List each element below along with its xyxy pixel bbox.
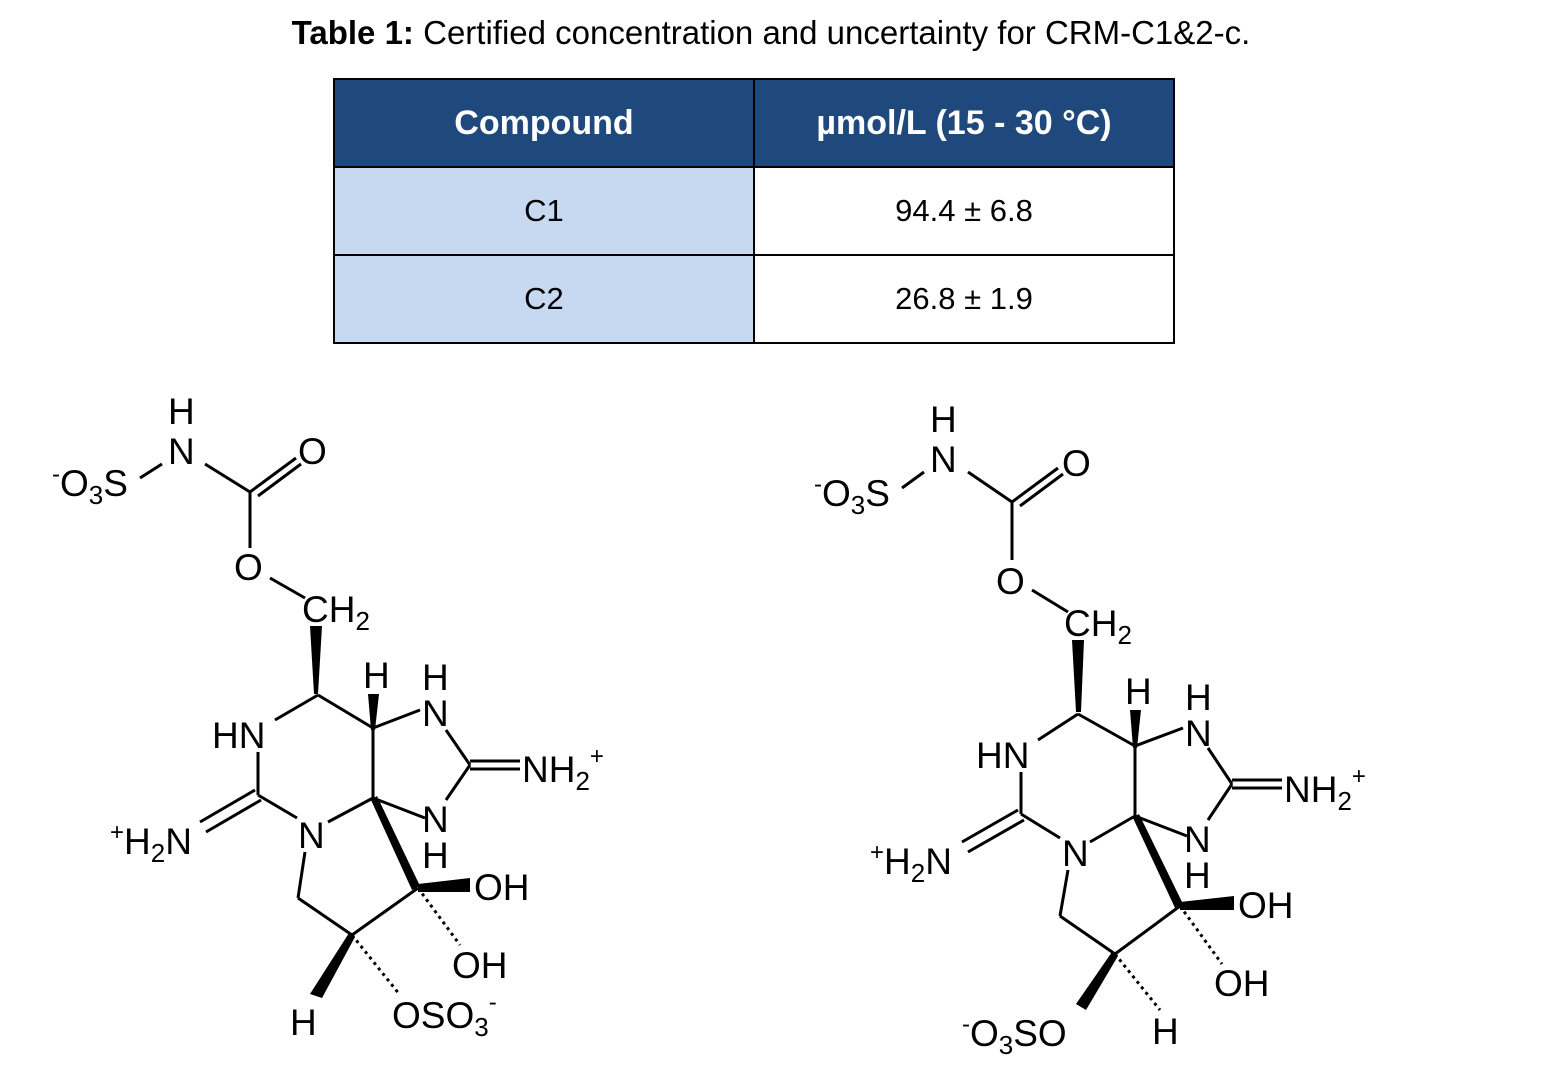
c2-oh-label: OH	[1238, 885, 1294, 926]
cell-value: 94.4 ± 6.8	[753, 166, 1175, 256]
c2-o3so-label: -O3SO	[962, 1011, 1067, 1060]
c1-hn-label: HN	[212, 715, 265, 756]
header-concentration: µmol/L (15 - 30 °C)	[753, 78, 1175, 168]
c2-ring-n-label: N	[1062, 833, 1089, 874]
c2-n-label: N	[1185, 713, 1212, 754]
c2-h2n-label: +H2N	[870, 839, 952, 888]
c2-n-top-label: N	[930, 439, 957, 480]
c1-h-top-label: H	[168, 391, 195, 432]
c2-h-label: H	[1185, 677, 1212, 718]
c2-oh-label: OH	[1214, 963, 1270, 1004]
c2-carbonyl-o-label: O	[1062, 443, 1091, 484]
table-caption: Table 1: Certified concentration and unc…	[0, 14, 1542, 52]
c2-h-label: H	[1184, 855, 1211, 896]
c2-o3s-label: -O3S	[814, 471, 890, 520]
table-row: C2 26.8 ± 1.9	[333, 254, 1175, 344]
c1-ring-n-label: N	[298, 815, 325, 856]
c2-n-label: N	[1184, 819, 1211, 860]
c2-ester-o-label: O	[996, 561, 1025, 602]
c1-o3s-label: -O3S	[52, 461, 128, 510]
c1-n-label: N	[422, 693, 449, 734]
c2-nh2-label: NH2+	[1284, 763, 1366, 816]
c1-nh2-label: NH2+	[522, 743, 604, 796]
c1-h-bottom-label: H	[290, 1002, 317, 1043]
table-row: C1 94.4 ± 6.8	[333, 166, 1175, 256]
cell-compound: C2	[333, 254, 755, 344]
c2-h-bottom-label: H	[1152, 1011, 1179, 1052]
caption-label: Table 1:	[291, 14, 414, 51]
c1-oh-label: OH	[474, 867, 530, 908]
c1-carbonyl-o-label: O	[298, 431, 327, 472]
caption-text: Certified concentration and uncertainty …	[413, 14, 1251, 51]
c2-h-top-label: H	[930, 399, 957, 440]
c1-oso3-label: OSO3-	[392, 989, 497, 1042]
c1-n-label: N	[422, 799, 449, 840]
table-header-row: Compound µmol/L (15 - 30 °C)	[333, 78, 1175, 168]
cell-value: 26.8 ± 1.9	[753, 254, 1175, 344]
c2-atom-labels: -O3S H N O O CH2 H H N HN NH2+ +H2N N N …	[814, 399, 1366, 1060]
c1-atom-labels: -O3S H N O O CH2 H H N HN NH2+ +H2N N N …	[52, 391, 604, 1043]
c2-h-label: H	[1125, 671, 1152, 712]
c2-bonds	[901, 466, 1282, 1011]
c1-h-label: H	[422, 835, 449, 876]
c1-ch2-label: CH2	[302, 589, 370, 636]
header-compound: Compound	[333, 78, 755, 168]
c2-hn-label: HN	[976, 735, 1029, 776]
c1-n-top-label: N	[168, 431, 195, 472]
c1-ester-o-label: O	[234, 547, 263, 588]
concentration-table: Compound µmol/L (15 - 30 °C) C1 94.4 ± 6…	[333, 78, 1175, 344]
c1-bonds	[139, 456, 520, 998]
c1-h2n-label: +H2N	[110, 819, 192, 868]
c1-h-label: H	[422, 657, 449, 698]
c1-oh-label: OH	[452, 945, 508, 986]
c2-ch2-label: CH2	[1064, 603, 1132, 650]
cell-compound: C1	[333, 166, 755, 256]
c1-h-label: H	[363, 655, 390, 696]
